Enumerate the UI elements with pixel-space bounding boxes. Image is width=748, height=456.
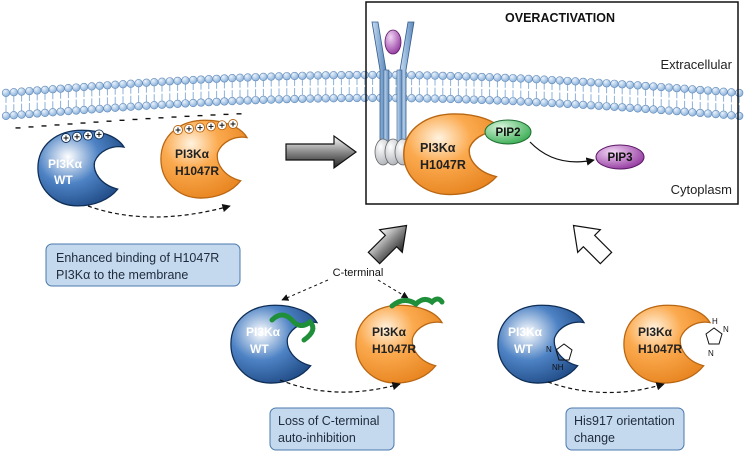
dashed-arrow-his917: [547, 381, 665, 394]
caption-his917: His917 orientation change: [565, 407, 685, 451]
h1047r-his917-variant: H1047R: [638, 342, 682, 356]
wt-cterm-variant: WT: [250, 342, 269, 356]
imidazole-n-mut: N: [723, 325, 729, 334]
pip2: PIP2: [484, 119, 532, 145]
pi3k-wt-membrane: PI3Kα WT: [37, 129, 125, 207]
c-terminal-tail-wt: [269, 312, 316, 343]
pi3k-wt-his917: PI3Kα WT N NH: [497, 304, 585, 384]
conversion-arrow: [529, 141, 595, 166]
pi3k-wt-cterm: PI3Kα WT: [230, 304, 318, 384]
c-terminal-arrow-wt: [281, 279, 329, 301]
big-arrow-up-right: [572, 224, 613, 265]
caption-membrane-binding: Enhanced binding of H1047R PI3Kα to the …: [45, 243, 241, 287]
wt-membrane-variant: WT: [54, 173, 73, 187]
caption-membrane-line2: PI3Kα to the membrane: [56, 268, 188, 282]
plus-charges-wt: [61, 129, 104, 143]
imidazole-ring-wt: N NH: [546, 343, 573, 372]
caption-his917-line2: change: [574, 431, 615, 445]
h1047r-cterm-variant: H1047R: [372, 342, 416, 356]
plus-charges-h1047r: [173, 119, 238, 135]
big-arrow-up-left: [367, 224, 408, 265]
dashed-arrow-membrane: [87, 203, 231, 218]
caption-cterm-line1: Loss of C-terminal: [278, 414, 379, 428]
dashed-arrow-cterm: [279, 379, 401, 393]
imidazole-h-mut: H: [712, 317, 718, 326]
wt-his917-name: PI3Kα: [508, 325, 543, 339]
imidazole-n-wt: N: [546, 345, 552, 354]
active-name: PI3Kα: [420, 141, 456, 155]
imidazole-nh-wt: NH: [552, 363, 564, 372]
pi3k-h1047r-cterm: PI3Kα H1047R: [355, 296, 445, 384]
wt-membrane-name: PI3Kα: [48, 157, 83, 171]
pi3k-h1047r-active: PI3Kα H1047R: [403, 113, 505, 196]
wt-cterm-name: PI3Kα: [246, 325, 281, 339]
caption-cterm-line2: auto-inhibition: [278, 431, 356, 445]
c-terminal-tail-mut: [389, 296, 445, 309]
caption-his917-line1: His917 orientation: [574, 414, 675, 428]
overactivation-box: [365, 1, 739, 205]
big-arrow-right: [285, 134, 358, 170]
c-terminal-label: C-terminal: [333, 267, 384, 279]
pip2-label: PIP2: [496, 127, 521, 139]
pip3: PIP3: [595, 144, 645, 170]
active-variant: H1047R: [420, 158, 466, 172]
pip3-label: PIP3: [608, 152, 633, 164]
cell-membrane: [1, 70, 744, 129]
pi3k-h1047r-membrane: PI3Kα H1047R: [160, 119, 248, 199]
overactivation-title: OVERACTIVATION: [505, 11, 615, 25]
h1047r-his917-name: PI3Kα: [638, 325, 673, 339]
pi3k-h1047r-his917: PI3Kα H1047R H N N: [623, 304, 729, 384]
h1047r-membrane-variant: H1047R: [175, 164, 219, 178]
imidazole-n2-mut: N: [708, 349, 714, 358]
h1047r-cterm-name: PI3Kα: [372, 325, 407, 339]
h1047r-membrane-name: PI3Kα: [175, 147, 210, 161]
caption-c-terminal: Loss of C-terminal auto-inhibition: [269, 407, 395, 451]
wt-his917-variant: WT: [514, 342, 533, 356]
caption-membrane-line1: Enhanced binding of H1047R: [56, 251, 219, 265]
imidazole-ring-mut: H N N: [705, 317, 729, 358]
c-terminal-arrow-mut: [377, 279, 409, 299]
extracellular-label: Extracellular: [660, 57, 732, 72]
cytoplasm-label: Cytoplasm: [671, 182, 732, 197]
ligand: [384, 29, 402, 55]
